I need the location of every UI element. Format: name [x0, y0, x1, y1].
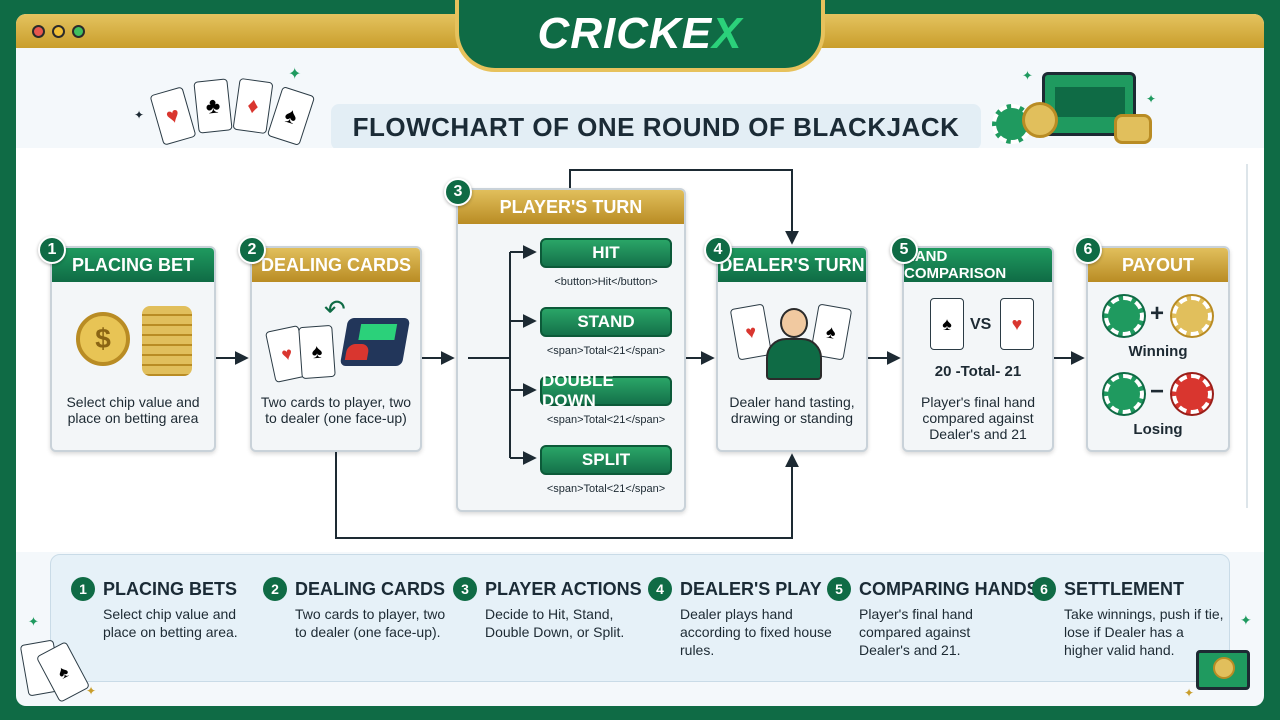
logo-main-text: CRICKE [537, 9, 713, 58]
sparkle-icon: ✦ [134, 108, 145, 122]
double-down-button[interactable]: DOUBLE DOWN [540, 371, 672, 410]
step-players-turn: PLAYER'S TURN HIT <button>Hit</button> S… [456, 188, 686, 512]
step-number-badge: 1 [38, 236, 66, 264]
totals-label: 20 -Total- 21 [934, 363, 1022, 380]
step-title: PAYOUT [1088, 248, 1228, 282]
hit-code-label: <button>Hit</button> [554, 276, 658, 288]
playing-cards-decoration: ♠ [19, 638, 94, 703]
step-title: PLACING BET [52, 248, 214, 282]
hit-button[interactable]: HIT [540, 238, 672, 268]
step-number-badge: 5 [890, 236, 918, 264]
card-spade-icon: ♠ [266, 86, 316, 146]
step-placing-bet: PLACING BET $ Select chip value and plac… [50, 246, 216, 452]
legend-number: 1 [71, 577, 95, 601]
card-ace-heart-icon: ♥ [1000, 298, 1034, 350]
minimize-window-dot[interactable] [52, 25, 65, 38]
divider-line [1246, 164, 1248, 508]
dealer-avatar [762, 308, 826, 380]
legend-description: Decide to Hit, Stand, Double Down, or Sp… [485, 606, 625, 640]
winning-label: Winning [1128, 343, 1188, 360]
stand-code-label: <span>Total<21</span> [546, 345, 666, 357]
step-dealing-cards: DEALING CARDS ♥ ♠ ↶ Two cards to player,… [250, 246, 422, 452]
legend-title: PLAYER ACTIONS [485, 579, 642, 599]
sparkle-icon: ✦ [28, 614, 39, 629]
legend-title: DEALING CARDS [295, 579, 446, 599]
step-hand-comparison: HAND COMPARISON ♠ VS ♥ 20 -Total- 21 Pla… [902, 246, 1054, 452]
coin-stack-icon [142, 306, 192, 376]
legend-number: 3 [453, 577, 477, 601]
dollar-coin-icon: $ [76, 312, 130, 366]
step-description: Player's final hand compared against Dea… [921, 394, 1035, 442]
page-title-box: FLOWCHART OF ONE ROUND OF BLACKJACK [331, 104, 981, 150]
split-code-label: <span>Total<21</span> [546, 483, 666, 495]
step-title: HAND COMPARISON [904, 248, 1052, 282]
legend-title: COMPARING HANDS [859, 579, 1039, 599]
green-chip-icon [1104, 296, 1144, 336]
laptop-coin-decoration [1196, 650, 1250, 690]
legend-number: 4 [648, 577, 672, 601]
sparkle-icon: ✦ [86, 684, 97, 698]
page-title: FLOWCHART OF ONE ROUND OF BLACKJACK [352, 111, 960, 142]
legend-title: SETTLEMENT [1064, 579, 1184, 599]
logo-text: CRICKEX [537, 9, 742, 59]
card-club-icon: ♣ [193, 78, 233, 134]
split-button[interactable]: SPLIT [540, 445, 672, 475]
losing-label: Losing [1133, 421, 1183, 438]
flow-connectors [216, 169, 1085, 539]
red-chip-icon [1172, 374, 1212, 414]
versus-label: VS [970, 316, 992, 333]
legend-description: Take winnings, push if tie, lose if Deal… [1064, 606, 1224, 658]
card-heart-icon: ♥ [149, 86, 197, 146]
step-description: Two cards to player, two to dealer (one … [260, 394, 412, 426]
card-diamond-icon: ♦ [232, 77, 274, 135]
steps-legend: 1 PLACING BETS Select chip value and pla… [50, 554, 1230, 682]
legend-number: 6 [1032, 577, 1056, 601]
legend-description: Two cards to player, two to dealer (one … [295, 606, 446, 640]
card-ace-spade-icon: ♠ [930, 298, 964, 350]
browser-window: ♥ ♣ ♦ ♠ ✦ ✦ ✦ ✦ FLOWCHART OF ONE ROUND O… [16, 14, 1264, 706]
plus-icon: + [1150, 300, 1165, 327]
sparkle-icon: ✦ [288, 66, 302, 83]
sparkle-icon: ✦ [1146, 92, 1157, 106]
flowchart-board: PLACING BET $ Select chip value and plac… [16, 148, 1264, 552]
step-payout: PAYOUT + Winning − Losing [1086, 246, 1230, 452]
stand-button[interactable]: STAND [540, 307, 672, 337]
step-dealers-turn: DEALER'S TURN ♥ ♠ Dealer hand tasting, d… [716, 246, 868, 452]
double-down-code-label: <span>Total<21</span> [546, 414, 666, 426]
step-title: DEALING CARDS [252, 248, 420, 282]
gold-coin-icon [1213, 657, 1235, 679]
legend-description: Dealer plays hand according to fixed hou… [680, 606, 832, 658]
legend-title: DEALER'S PLAY [680, 579, 822, 599]
sparkle-icon: ✦ [1022, 68, 1033, 83]
sparkle-icon: ✦ [1184, 686, 1195, 700]
step-description: Select chip value and place on betting a… [66, 394, 200, 426]
gold-chip-icon [1172, 296, 1212, 336]
logo-x-letter: X [712, 9, 743, 58]
legend-description: Player's final hand compared against Dea… [859, 606, 973, 658]
step-title: DEALER'S TURN [718, 248, 866, 282]
close-window-dot[interactable] [32, 25, 45, 38]
step-number-badge: 2 [238, 236, 266, 264]
minus-icon: − [1150, 378, 1165, 405]
sparkle-icon: ✦ [1240, 612, 1252, 628]
green-chip-icon [1104, 374, 1144, 414]
step-number-badge: 4 [704, 236, 732, 264]
gold-coin-icon [1114, 114, 1152, 144]
crickex-logo[interactable]: CRICKEX [455, 0, 825, 72]
step-title: PLAYER'S TURN [458, 190, 684, 224]
legend-title: PLACING BETS [103, 579, 238, 599]
playing-cards-decoration: ♥ ♣ ♦ ♠ [149, 76, 326, 148]
curved-arrow-icon: ↶ [324, 294, 346, 324]
step-number-badge: 3 [444, 178, 472, 206]
legend-number: 5 [827, 577, 851, 601]
legend-description: Select chip value and place on betting a… [103, 606, 238, 640]
step-description: Dealer hand tasting, drawing or standing [729, 394, 855, 426]
legend-number: 2 [263, 577, 287, 601]
step-number-badge: 6 [1074, 236, 1102, 264]
maximize-window-dot[interactable] [72, 25, 85, 38]
gold-coin-icon [1022, 102, 1058, 138]
